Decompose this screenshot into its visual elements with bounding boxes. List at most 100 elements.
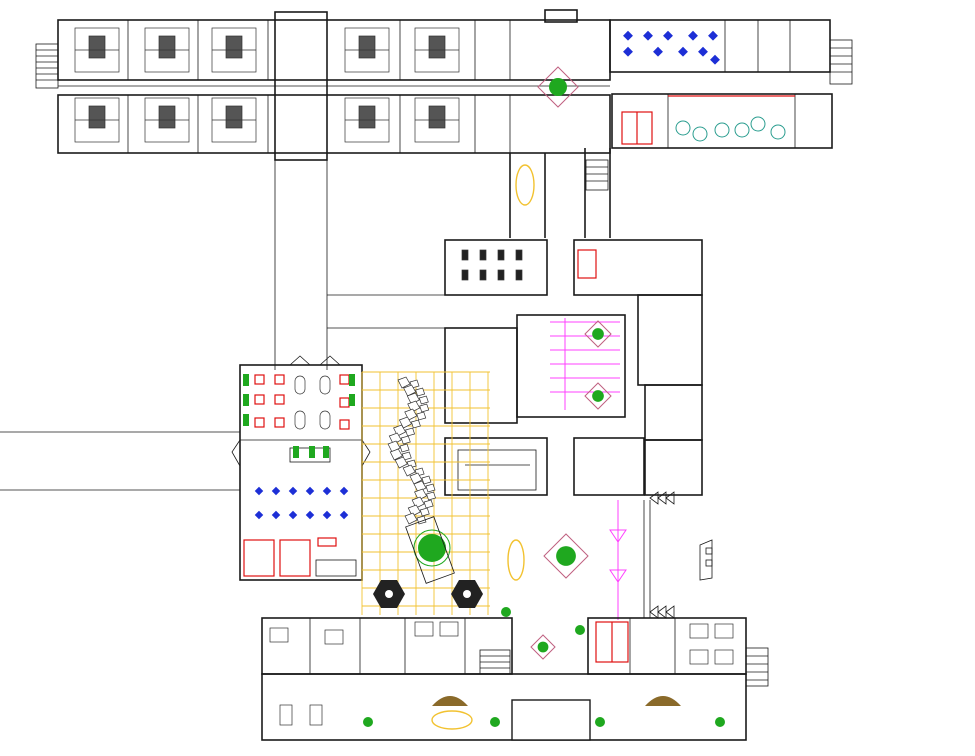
planter [309,446,315,458]
stepping-stone [407,504,421,517]
blue-chair [339,486,349,496]
stepping-stone [410,419,421,429]
round-table [692,126,708,142]
stepping-stone [405,427,416,437]
bed [358,35,376,59]
planter-plant [537,641,549,653]
blue-chair [322,510,332,520]
stepping-stone [399,443,410,453]
planter [595,717,605,727]
red-chair [254,374,265,385]
blue-chair [271,486,281,496]
bed [88,35,106,59]
red-chair [274,394,285,405]
central-blocks [444,239,703,496]
planter [715,717,725,727]
staircase-icon [745,647,769,687]
staircase-icon [829,39,853,85]
room-furniture [689,649,709,665]
round-table [770,124,786,140]
planter-icon [243,374,355,458]
desk [497,269,505,281]
stepping-stone [400,435,411,445]
round-table [675,120,691,136]
dining-table [319,410,331,430]
stepping-stone [394,456,408,469]
umbrellas [432,696,681,706]
stepping-stone [406,392,420,405]
blue-chair [322,486,332,496]
blue-chair [254,486,264,496]
stepping-stone [414,488,428,501]
planter-plant [592,390,604,402]
room-furniture [689,623,709,639]
room-furniture [714,623,734,639]
stepping-stone [418,395,429,405]
planter [243,374,249,386]
stepping-stone [397,376,411,389]
red-chairs [254,374,350,430]
desk [461,269,469,281]
blue-chair [653,46,663,57]
courtyard [361,371,490,615]
bed [88,105,106,129]
diamond-planter [537,66,579,108]
blue-chair [708,30,718,41]
bed [428,35,446,59]
planter-icon [530,66,612,660]
room-furniture [324,629,344,645]
diamond-planter [543,533,589,579]
planter [575,625,585,635]
top-wing [35,9,611,161]
desk [479,249,487,261]
pink-bridge [609,500,651,620]
planter-icon [363,607,725,727]
round-table-icon [431,164,535,730]
stepping-stone [415,387,426,397]
stepping-stone [402,464,416,477]
blue-chair [698,46,708,57]
planter [293,446,299,458]
blue-chair [339,510,349,520]
red-chair [254,394,265,405]
top-right-wing [609,19,853,149]
room-furniture [714,649,734,665]
planter [243,394,249,406]
blue-chair [623,46,633,57]
blue-chair [663,30,673,41]
planter [243,414,249,426]
restaurant-hall [231,355,371,581]
dining-table [319,375,331,395]
planter [349,394,355,406]
planter-plant [592,328,604,340]
bed [225,105,243,129]
planter-plant [556,546,576,566]
stepping-stone [426,491,436,501]
stepping-stone [409,472,423,485]
arrow-marker-icon [649,491,675,619]
round-tables [675,116,786,142]
corridors [0,148,611,491]
blue-chair [643,30,653,41]
planter [349,374,355,386]
planter [490,717,500,727]
dining-table [294,375,306,395]
room-furniture [269,627,289,643]
bed [158,35,176,59]
staircase-icon [35,43,59,89]
red-chair [274,374,285,385]
tree-icon [413,529,451,567]
stepping-stone [423,499,434,509]
room-furniture [279,704,293,726]
stepping-stone [389,448,403,461]
umbrella [645,696,681,706]
blue-chair [678,46,688,57]
desk [479,269,487,281]
room-furniture [439,621,459,637]
blue-chair [305,510,315,520]
diamond-planter [584,382,612,410]
blue-chair [288,510,298,520]
desk [515,249,523,261]
red-chair [339,419,350,430]
diamond-planter [584,320,612,348]
